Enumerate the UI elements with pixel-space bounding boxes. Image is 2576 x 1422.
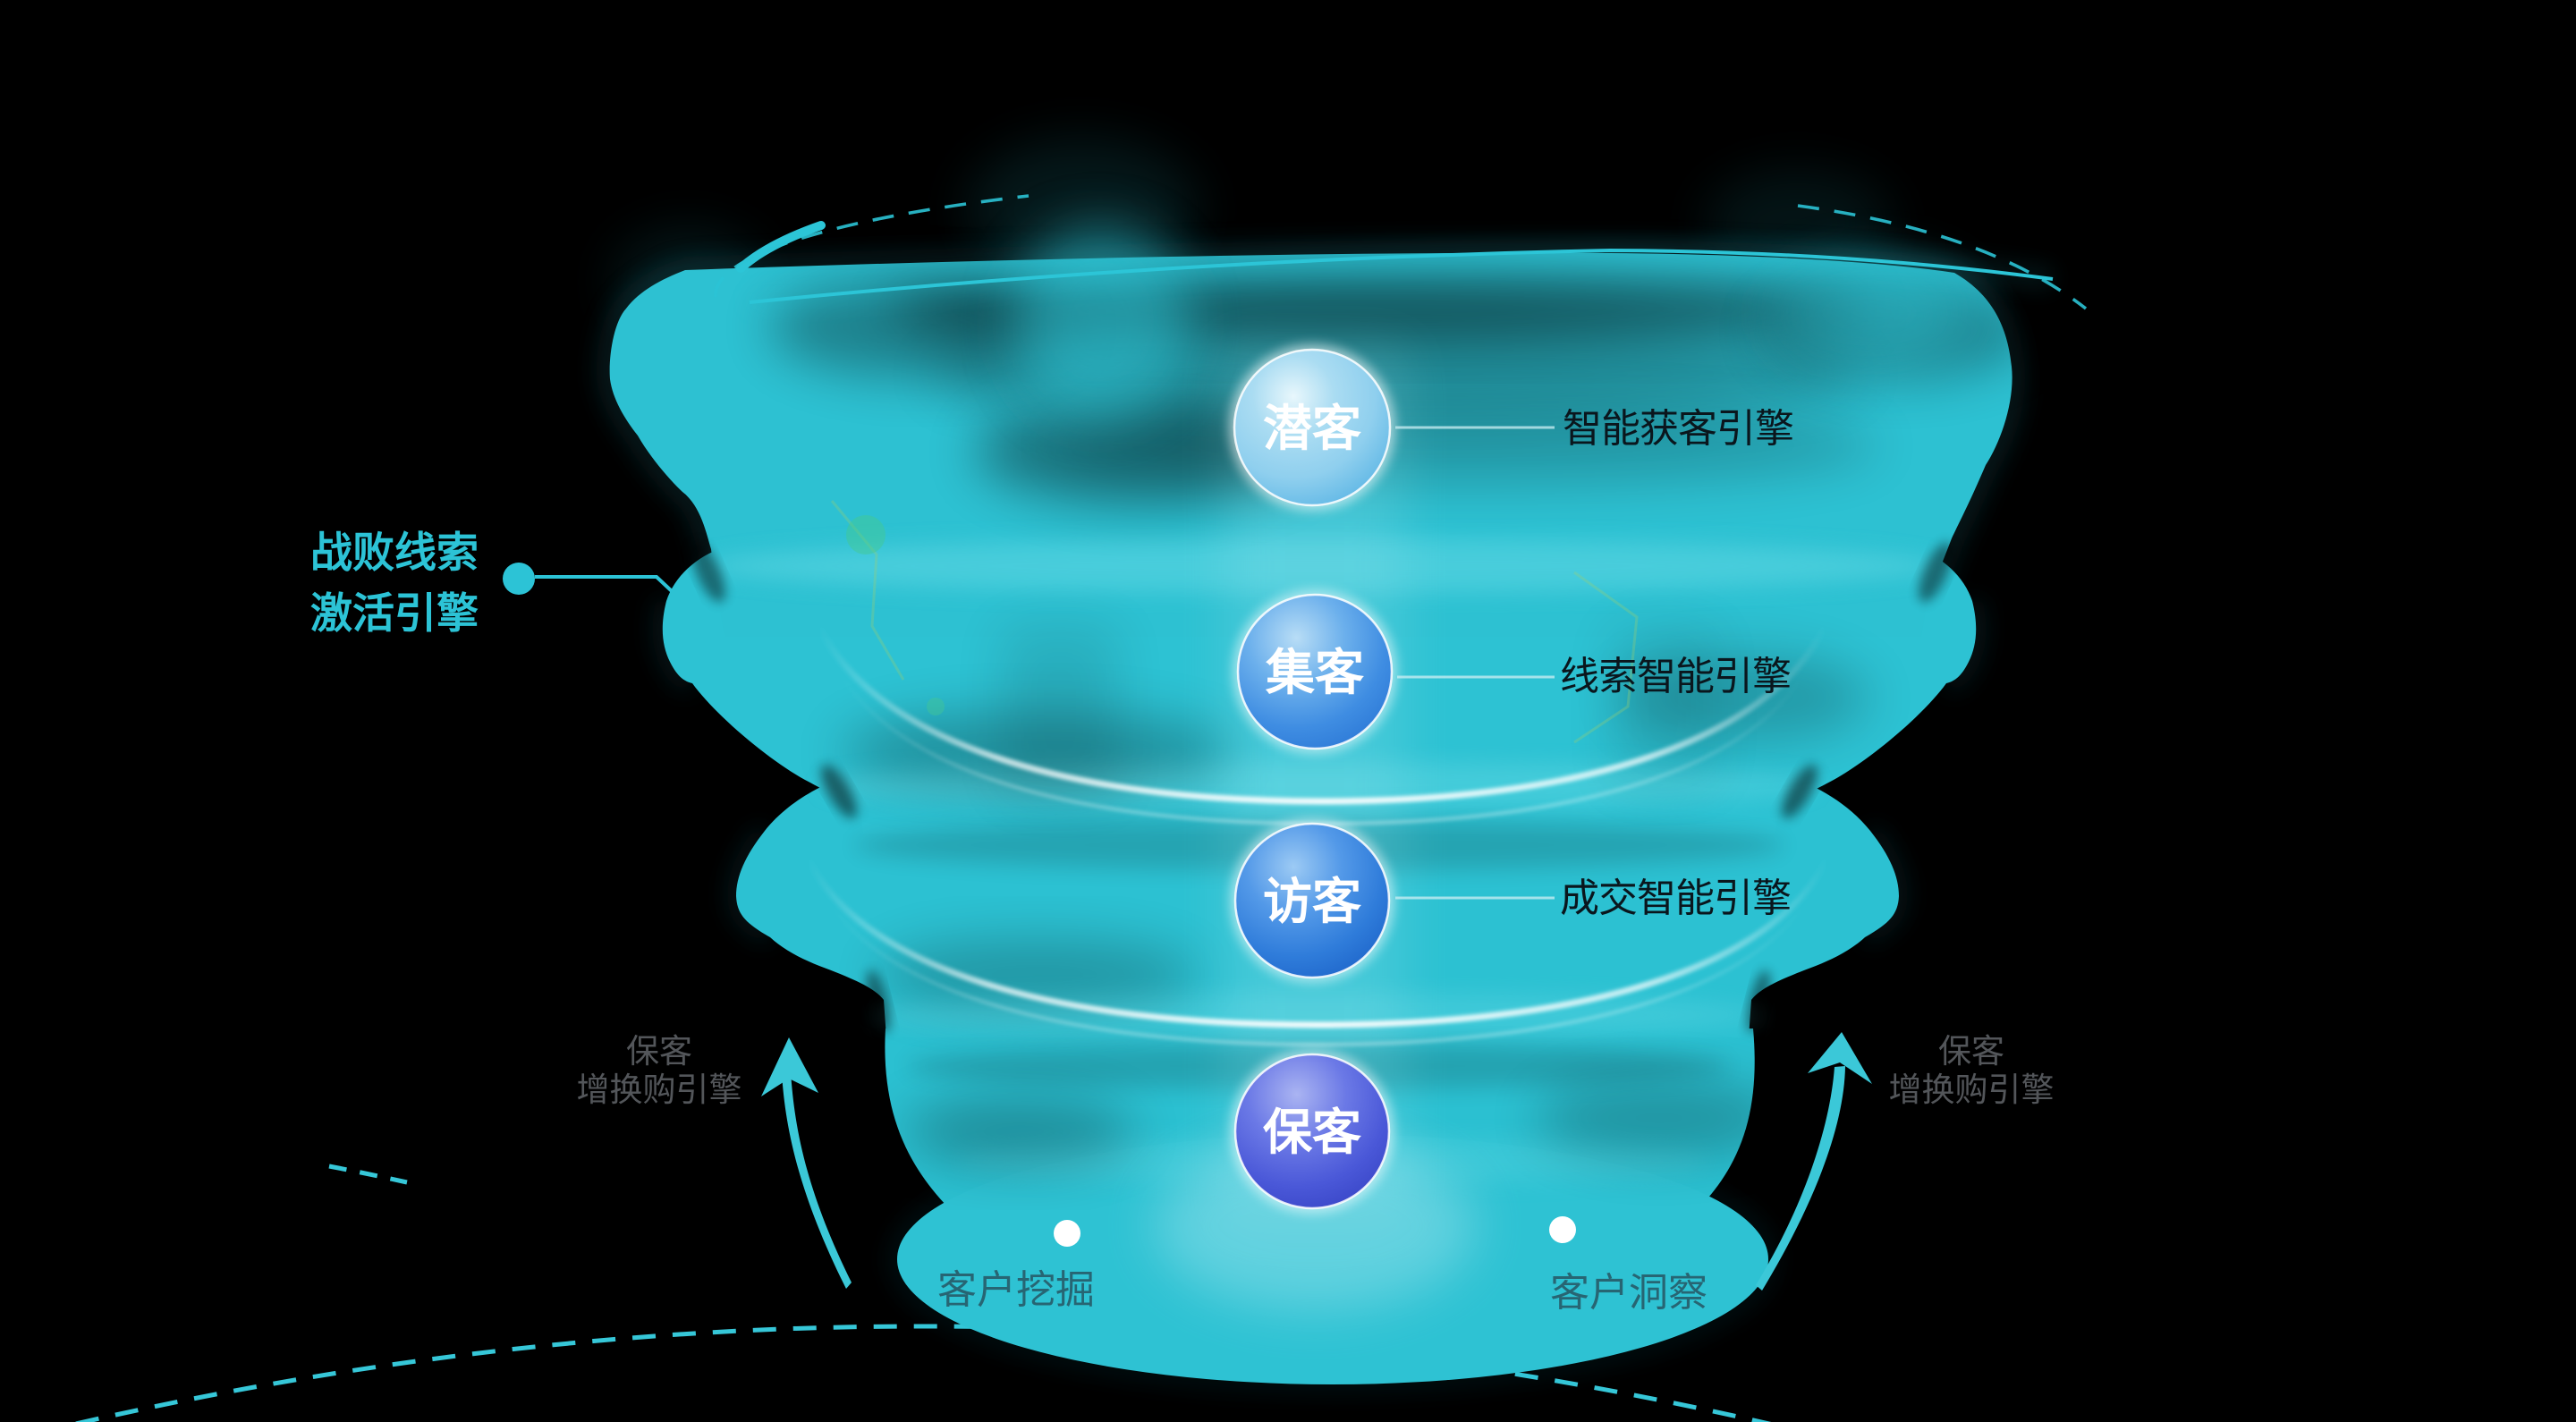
svg-text:访客: 访客 [1263, 874, 1361, 929]
svg-text:集客: 集客 [1265, 645, 1364, 700]
svg-text:保客: 保客 [1938, 1033, 2004, 1070]
svg-text:战败线索: 战败线索 [310, 529, 479, 576]
svg-text:激活引擎: 激活引擎 [310, 589, 479, 637]
svg-text:客户挖掘: 客户挖掘 [937, 1268, 1095, 1312]
svg-text:保客: 保客 [1263, 1105, 1361, 1160]
svg-text:增换购引擎: 增换购引擎 [577, 1071, 742, 1108]
svg-text:成交智能引擎: 成交智能引擎 [1560, 876, 1791, 920]
svg-text:线索智能引擎: 线索智能引擎 [1560, 655, 1791, 698]
svg-text:客户洞察: 客户洞察 [1550, 1271, 1707, 1315]
svg-text:智能获客引擎: 智能获客引擎 [1563, 407, 1793, 451]
svg-text:增换购引擎: 增换购引擎 [1889, 1071, 2055, 1108]
svg-text:潜客: 潜客 [1263, 401, 1361, 456]
svg-text:保客: 保客 [626, 1033, 692, 1070]
